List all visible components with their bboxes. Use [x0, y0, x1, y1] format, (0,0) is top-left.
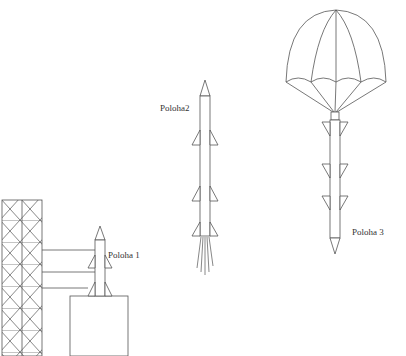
parachute [286, 10, 386, 112]
position-label: Poloha2 [160, 104, 190, 113]
exhaust-flame [197, 237, 213, 275]
launch-pad [70, 296, 128, 356]
rocket-on-pad [88, 226, 112, 296]
rocket-descending [322, 112, 348, 254]
rocket-in-flight [192, 80, 218, 236]
position-label: Poloha 3 [352, 228, 384, 237]
position-label: Poloha 1 [108, 251, 140, 260]
